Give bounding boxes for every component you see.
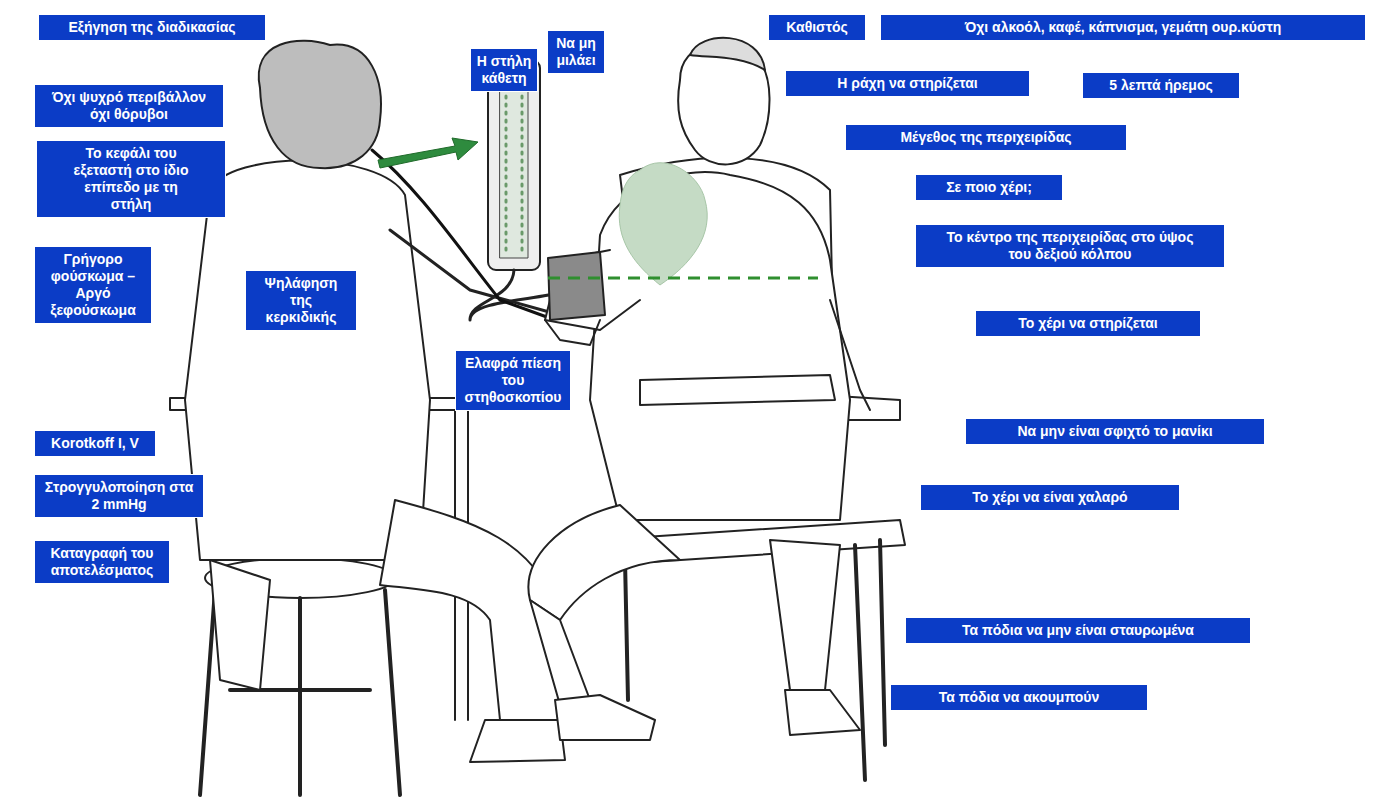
label-text: Το χέρι να στηρίζεται [1018,315,1157,332]
heart-level-line [548,277,818,280]
examiner-shoe [470,720,565,762]
scale-marks [506,80,522,250]
label-text: Να μην είναι σφιχτό το μανίκι [1017,423,1212,440]
eye-level-arrow [378,138,478,168]
label-box: Το κεφάλι του εξεταστή στο ίδιο επίπεδο … [36,140,226,218]
label-text: Τα πόδια να μην είναι σταυρωμένα [962,622,1194,639]
label-box: Όχι ψυχρό περιβάλλον όχι θόρυβοι [34,84,224,128]
patient-thigh [528,505,680,620]
label-text: Όχι αλκοόλ, καφέ, κάπνισμα, γεμάτη ουρ.κ… [965,19,1282,36]
cuff [548,252,605,320]
patient-hair [690,38,765,70]
label-text: Καταγραφή του αποτελέσματος [43,545,161,579]
label-box: Γρήγορο φούσκωμα – Αργό ξεφούσκωμα [34,246,152,324]
chair-legs [625,540,885,780]
patient-upper-arm [545,250,640,330]
examiner-arm [390,230,560,315]
label-text: Korotkoff I, V [51,435,139,452]
label-text: Γρήγορο φούσκωμα – Αργό ξεφούσκωμα [43,251,143,319]
label-box: Τα πόδια να ακουμπούν [890,684,1148,711]
label-box: Να μην είναι σφιχτό το μανίκι [965,418,1265,445]
label-text: Μέγεθος της περιχειρίδας [900,129,1071,146]
label-text: Η στήλη κάθετη [474,53,534,87]
label-text: Στρογγυλοποίηση στα 2 mmHg [43,479,195,513]
label-box: Τα πόδια να μην είναι σταυρωμένα [905,617,1251,644]
heart [619,163,707,285]
label-text: Το κέντρο της περιχειρίδας στο ύψος του … [938,229,1202,263]
label-box: Καθιστός [768,14,866,41]
label-text: Καθιστός [786,19,848,36]
label-box: 5 λεπτά ήρεμος [1082,72,1240,99]
examiner-body [185,161,430,560]
label-box: Στρογγυλοποίηση στα 2 mmHg [34,474,204,518]
label-box: Καταγραφή του αποτελέσματος [34,540,170,584]
label-box: Η στήλη κάθετη [470,48,538,92]
patient-belt [640,375,835,405]
patient-forearm [545,320,600,345]
label-box: Να μη μιλάει [547,30,605,74]
label-box: Το χέρι να είναι χαλαρό [920,484,1180,511]
label-text: Όχι ψυχρό περιβάλλον όχι θόρυβοι [45,89,213,123]
patient-right-arm [830,300,870,410]
label-text: Ελαφρά πίεση του στηθοσκοπίου [465,355,562,406]
label-box: Μέγεθος της περιχειρίδας [845,124,1127,151]
label-box: Σε ποιο χέρι; [915,174,1063,201]
label-box: Το χέρι να στηρίζεται [975,310,1201,337]
patient-shoes [555,690,860,740]
stethoscope-tube [372,150,555,320]
label-box: Ψηλάφηση της κερκιδικής [245,270,357,331]
label-text: Εξήγηση της διαδικασίας [68,19,235,36]
label-box: Ελαφρά πίεση του στηθοσκοπίου [455,350,571,411]
label-text: Το χέρι να είναι χαλαρό [972,489,1127,506]
label-box: Η ράχη να στηρίζεται [785,70,1030,97]
label-box: Εξήγηση της διαδικασίας [38,14,266,41]
patient-shins [530,540,840,705]
examiner-leg-back [210,560,270,690]
label-box: Korotkoff I, V [34,430,156,457]
label-text: Η ράχη να στηρίζεται [837,75,977,92]
label-box: Το κέντρο της περιχειρίδας στο ύψος του … [915,224,1225,268]
label-text: Να μη μιλάει [551,35,601,69]
label-text: 5 λεπτά ήρεμος [1109,77,1212,94]
label-text: Το κεφάλι του εξεταστή στο ίδιο επίπεδο … [67,145,195,213]
label-text: Τα πόδια να ακουμπούν [939,689,1099,706]
label-text: Σε ποιο χέρι; [946,179,1032,196]
column-scale [500,72,528,258]
examiner-head [259,41,381,168]
label-text: Ψηλάφηση της κερκιδικής [254,275,348,326]
label-box: Όχι αλκοόλ, καφέ, κάπνισμα, γεμάτη ουρ.κ… [880,14,1366,41]
